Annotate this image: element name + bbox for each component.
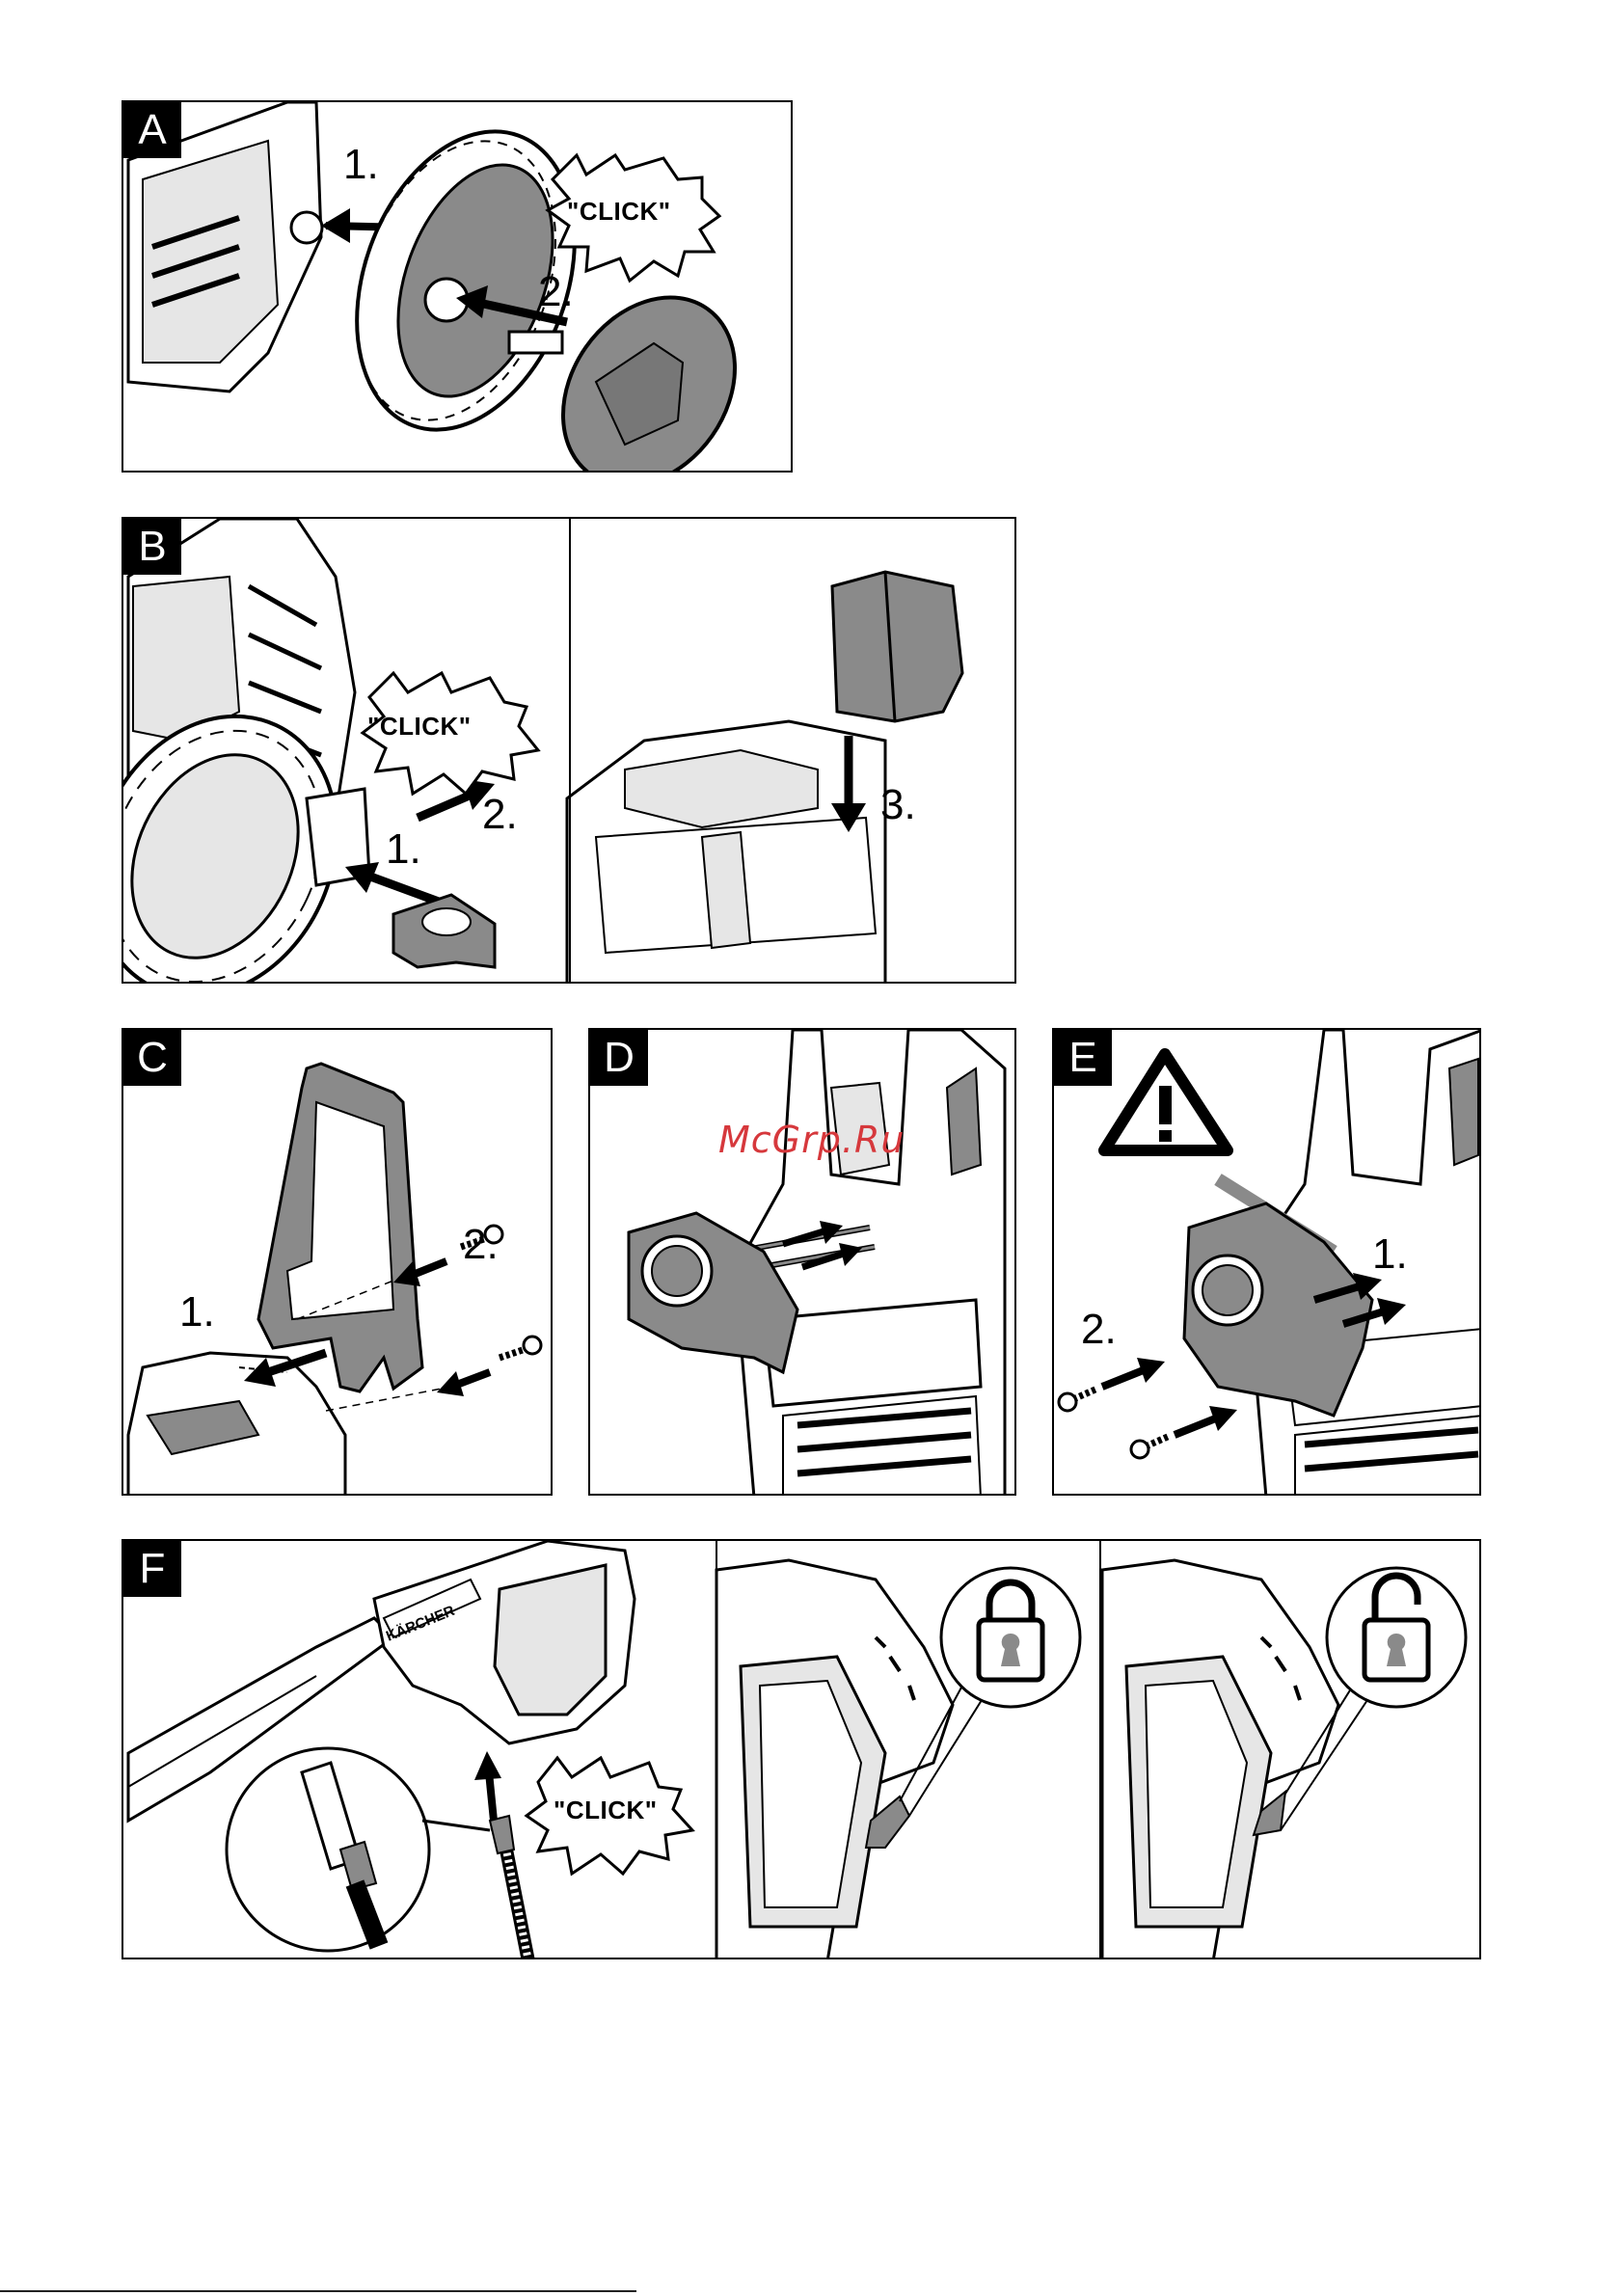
panel-f-illustration [123, 1541, 1481, 1959]
lock-closed-icon [941, 1568, 1080, 1707]
panel-e: E 1. 2. [1052, 1028, 1481, 1496]
screw-icon [1131, 1436, 1170, 1458]
panel-tag: E [1054, 1030, 1112, 1086]
screw-icon [500, 1337, 541, 1358]
step-number: 1. [179, 1288, 215, 1337]
step-number: 2. [538, 268, 574, 316]
panel-divider [1099, 1541, 1101, 1958]
step-number: 2. [1081, 1306, 1117, 1354]
panel-a: A 1. 2. "CLICK" [122, 100, 793, 473]
axle-icon [291, 212, 322, 243]
panel-c: C 1. 2. [122, 1028, 553, 1496]
step-number: 1. [1372, 1230, 1408, 1279]
warning-triangle-icon [1104, 1054, 1228, 1150]
screw-icon [1059, 1389, 1097, 1411]
panel-tag: F [123, 1541, 181, 1597]
panel-tag: D [590, 1030, 648, 1086]
panel-d: D [588, 1028, 1016, 1496]
panel-tag: C [123, 1030, 181, 1086]
click-label: "CLICK" [367, 712, 472, 742]
panel-a-illustration [123, 102, 793, 473]
panel-d-illustration [590, 1030, 1016, 1496]
panel-divider [569, 519, 571, 982]
step-number: 2. [482, 791, 518, 839]
panel-divider [716, 1541, 717, 1958]
footer-rule [0, 2290, 636, 2292]
watermark: McGrp.Ru [718, 1119, 905, 1161]
step-number: 1. [343, 141, 379, 189]
step-number: 2. [463, 1221, 499, 1269]
click-label: "CLICK" [567, 197, 671, 227]
panel-tag: B [123, 519, 181, 575]
panel-tag: A [123, 102, 181, 158]
panel-e-illustration [1054, 1030, 1481, 1496]
lock-open-icon [1327, 1568, 1466, 1707]
panel-b: B "CLICK" 1. 2. 3. [122, 517, 1016, 984]
panel-f: F "CLICK" KÄRCHER [122, 1539, 1481, 1959]
step-number: 3. [880, 781, 916, 829]
click-label: "CLICK" [554, 1796, 658, 1825]
step-number: 1. [386, 825, 421, 874]
